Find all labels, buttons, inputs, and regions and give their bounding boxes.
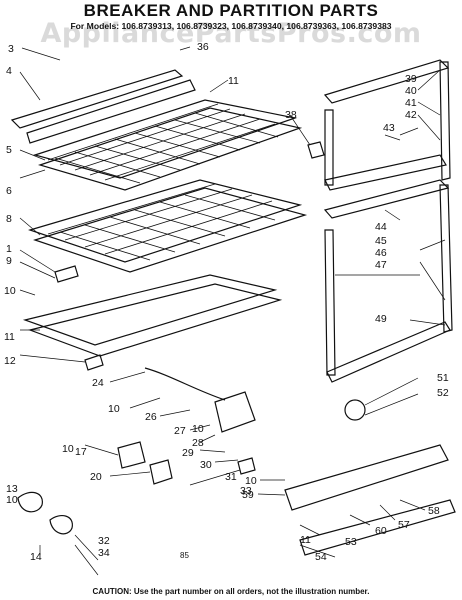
callout: 60 (375, 525, 387, 537)
callout: 24 (92, 377, 104, 389)
callout: 10 (192, 423, 204, 435)
part-bracket (54, 265, 79, 283)
part-gasket-lower (323, 179, 450, 219)
callout: 46 (375, 247, 387, 259)
callout: 53 (345, 536, 357, 548)
callout: 45 (375, 235, 387, 247)
callout: 10 (62, 443, 74, 455)
callout: 17 (75, 446, 87, 458)
part-gasket-side (439, 61, 451, 181)
callout: 11 (4, 331, 15, 343)
callout: 49 (375, 313, 387, 325)
part-grid-frame (32, 99, 298, 179)
callout: 29 (182, 447, 194, 459)
part-hinge (84, 354, 104, 371)
callout: 27 (174, 425, 186, 437)
callout: 54 (315, 551, 327, 563)
callout: 30 (200, 459, 212, 471)
callout: 34 (98, 547, 110, 559)
callout: 11 (300, 534, 311, 546)
callout: 57 (398, 519, 410, 531)
callout: 9 (6, 255, 12, 267)
page-number: 85 (180, 551, 189, 560)
part-bottom-rail (299, 499, 456, 556)
callout: 51 (437, 372, 449, 384)
callout: 13 (6, 483, 18, 495)
callout: 42 (405, 109, 417, 121)
part-toe-grille (284, 444, 449, 511)
callout: 10 (108, 403, 120, 415)
callout: 8 (6, 213, 12, 225)
callout: 41 (405, 97, 417, 109)
model-numbers: For Models: 106.8739313, 106.8739323, 10… (70, 21, 392, 31)
part-control-box (117, 441, 146, 469)
callout: 39 (405, 73, 417, 85)
callout: 40 (405, 85, 417, 97)
callout: 26 (145, 411, 157, 423)
part-partition-frame (28, 179, 303, 263)
callout: 31 (225, 471, 237, 483)
part-breaker-top (26, 79, 196, 144)
callout: 33 (240, 485, 252, 497)
callout: 28 (192, 437, 204, 449)
callout: 36 (197, 41, 209, 53)
callout: 6 (6, 185, 12, 197)
part-lower-frame (22, 274, 278, 346)
part-damper-housing (214, 391, 256, 433)
callout: 10 (245, 475, 257, 487)
callout: 11 (228, 75, 239, 87)
callout: 32 (98, 535, 110, 547)
callout: 10 (6, 494, 18, 506)
callout: 14 (30, 551, 42, 563)
part-cube (307, 141, 325, 159)
part-trim-strip (10, 69, 184, 129)
part-gasket-top (323, 59, 450, 104)
callout: 4 (6, 65, 12, 77)
part-clamp (17, 491, 43, 513)
callout: 10 (4, 285, 16, 297)
callout: 3 (8, 43, 14, 55)
callout: 47 (375, 259, 387, 271)
callout: 38 (285, 109, 297, 121)
page-title: BREAKER AND PARTITION PARTS (83, 1, 379, 20)
callout: 20 (90, 471, 102, 483)
part-light-bulb (344, 399, 366, 421)
caution-note: CAUTION: Use the part number on all orde… (92, 587, 370, 596)
callout: 5 (6, 144, 12, 156)
callout: 44 (375, 221, 387, 233)
callout: 52 (437, 387, 449, 399)
callout: 43 (383, 122, 395, 134)
callout: 58 (428, 505, 440, 517)
callout: 1 (6, 243, 12, 255)
callout-labels: 3 4 36 11 5 6 8 1 9 10 11 12 24 10 26 27… (4, 41, 449, 563)
callout: 12 (4, 355, 16, 367)
callout: 59 (242, 489, 254, 501)
